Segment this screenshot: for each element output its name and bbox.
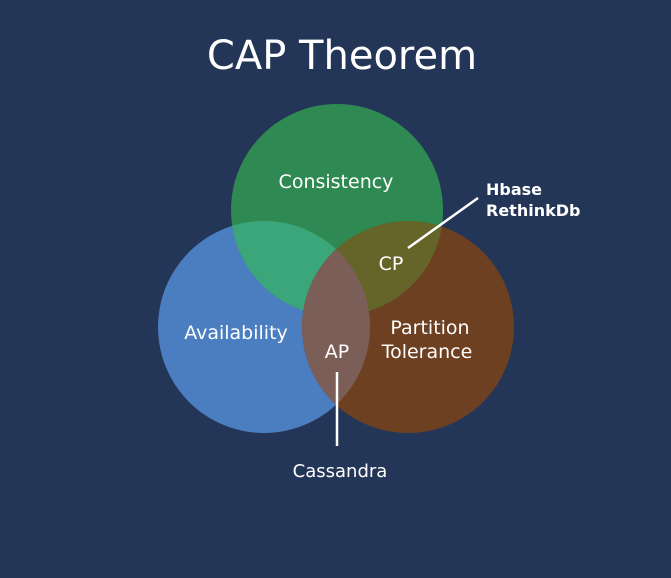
consistency-availability-overlap [231, 221, 370, 316]
ap-label: AP [325, 341, 349, 363]
consistency-partition-overlap [302, 221, 443, 316]
partition-label-line2: Tolerance [381, 341, 473, 363]
cp-database-hbase: Hbase [486, 180, 542, 199]
cp-label: CP [379, 253, 404, 275]
ap-database-cassandra: Cassandra [293, 461, 388, 482]
page-title: CAP Theorem [207, 33, 477, 79]
availability-label: Availability [184, 322, 288, 344]
consistency-label: Consistency [279, 171, 394, 193]
partition-label-line1: Partition [390, 317, 469, 339]
cp-callout-line [407, 196, 479, 250]
availability-partition-overlap [302, 221, 370, 433]
cp-database-rethinkdb: RethinkDb [486, 201, 580, 220]
